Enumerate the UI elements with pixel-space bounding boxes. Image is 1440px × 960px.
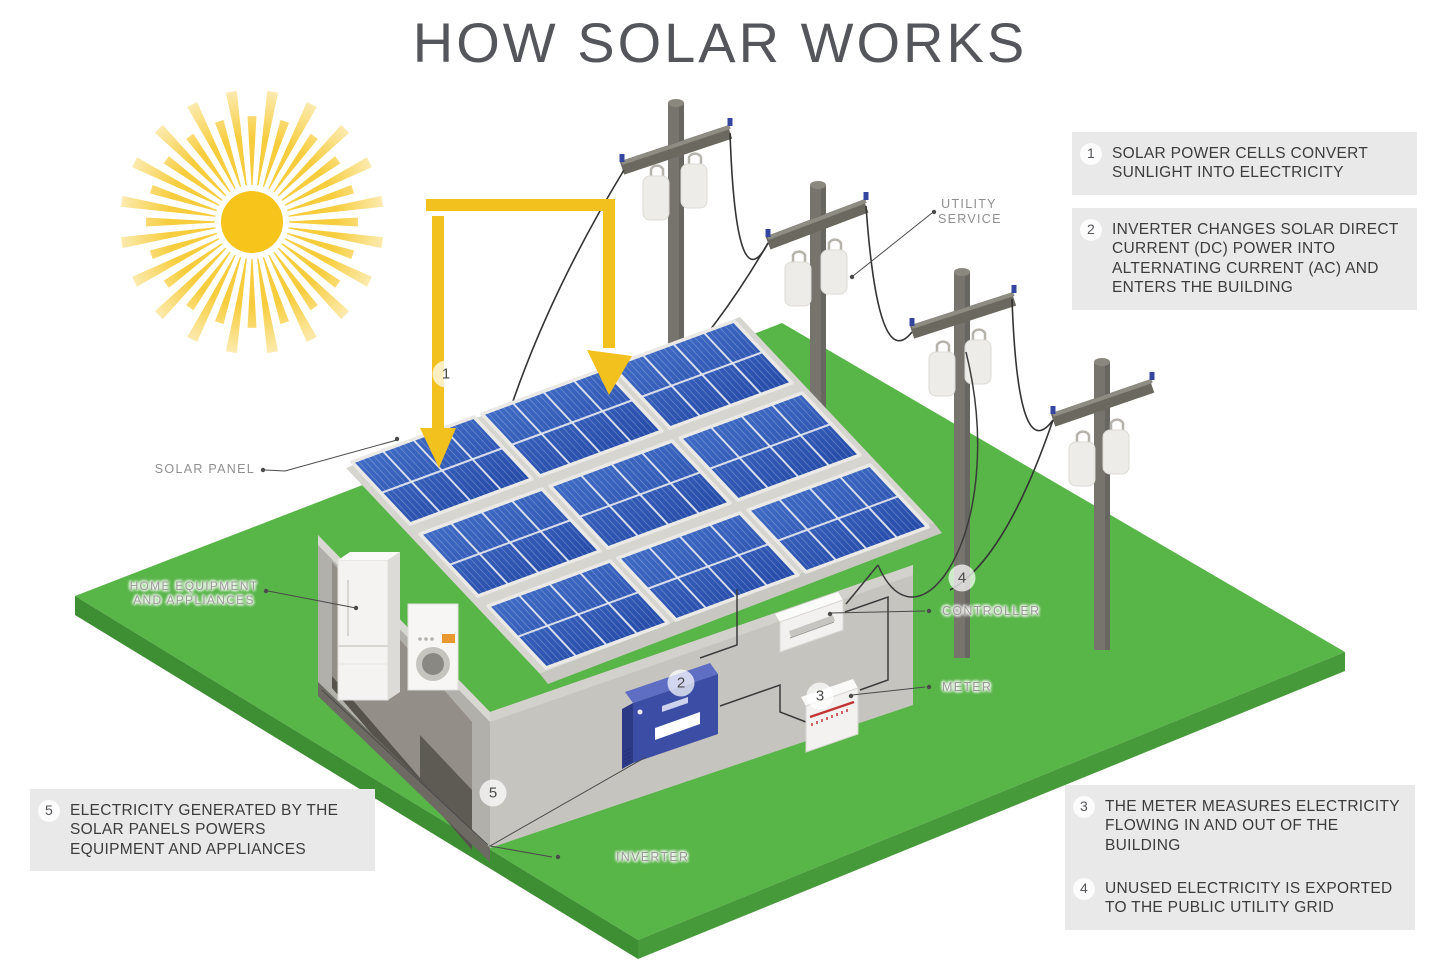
callout-2-text: INVERTER CHANGES SOLAR DIRECT CURRENT (D… [1112, 221, 1399, 297]
callout-2: 2 INVERTER CHANGES SOLAR DIRECT CURRENT … [1072, 208, 1417, 310]
callout-1-text: SOLAR POWER CELLS CONVERT SUNLIGHT INTO … [1112, 145, 1368, 182]
marker-5: 5 [479, 779, 507, 807]
label-meter: METER [942, 680, 993, 694]
callout-3: 3 THE METER MEASURES ELECTRICITY FLOWING… [1065, 785, 1415, 868]
label-inverter: INVERTER [616, 850, 690, 864]
callout-5-number: 5 [38, 800, 60, 822]
callout-3-number: 3 [1073, 796, 1095, 818]
marker-2: 2 [667, 669, 695, 697]
callout-4-number: 4 [1073, 878, 1095, 900]
controller-device [775, 592, 844, 653]
sun-icon [100, 70, 404, 374]
fridge [337, 552, 400, 701]
callout-5: 5 ELECTRICITY GENERATED BY THE SOLAR PAN… [30, 789, 375, 872]
marker-4: 4 [948, 564, 976, 592]
label-solar-panel: SOLAR PANEL [154, 462, 255, 476]
callout-1: 1 SOLAR POWER CELLS CONVERT SUNLIGHT INT… [1072, 132, 1417, 195]
utility-poles [619, 99, 1155, 658]
callout-4: 4 UNUSED ELECTRICITY IS EXPORTED TO THE … [1065, 867, 1415, 930]
callout-4-text: UNUSED ELECTRICITY IS EXPORTED TO THE PU… [1105, 880, 1393, 917]
callout-2-number: 2 [1080, 219, 1102, 241]
label-controller: CONTROLLER [942, 604, 1041, 618]
label-utility-service: UTILITY SERVICE [938, 197, 1002, 226]
sunlight-arrow-icon [420, 199, 632, 468]
callout-5-text: ELECTRICITY GENERATED BY THE SOLAR PANEL… [70, 802, 339, 858]
callout-1-number: 1 [1080, 143, 1102, 165]
page-title: HOW SOLAR WORKS [412, 11, 1028, 74]
marker-3: 3 [806, 682, 834, 710]
label-lines [260, 209, 937, 860]
washing-machine [407, 603, 459, 691]
callout-3-text: THE METER MEASURES ELECTRICITY FLOWING I… [1105, 798, 1400, 854]
house-wiring [699, 351, 979, 723]
solar-panel-array [350, 319, 930, 670]
label-home-equipment: HOME EQUIPMENT AND APPLIANCES [129, 579, 259, 608]
marker-1: 1 [432, 360, 460, 388]
